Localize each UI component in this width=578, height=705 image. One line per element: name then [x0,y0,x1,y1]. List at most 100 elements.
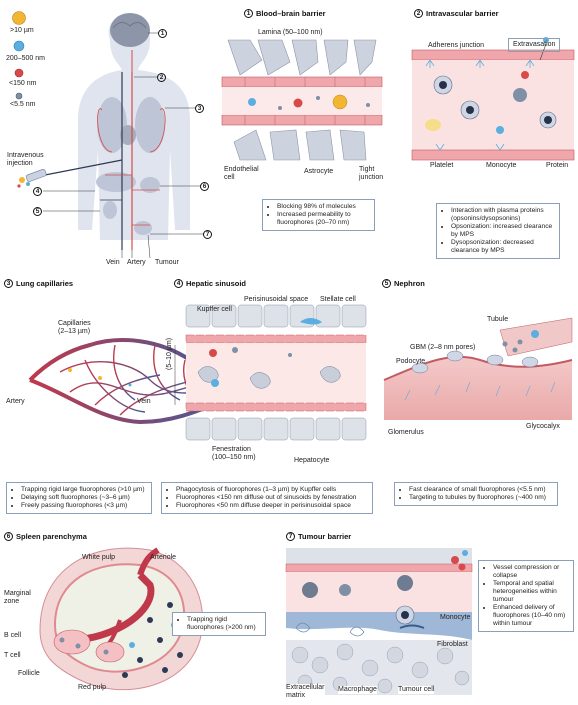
macrophage-label: Macrophage [338,686,377,694]
legend-label-medium: 200–500 nm [6,55,45,62]
intravascular-header: 2 Intravascular barrier [414,9,499,18]
lung-right [135,97,165,153]
tcell-label: T cell [4,652,21,659]
kupffer-label: Kupffer cell [197,306,232,313]
lung-note: Trapping rigid large fluorophores (>10 µ… [21,486,146,494]
bbb-astrocyte-label: Astrocyte [304,168,334,175]
bbb-number: 1 [244,9,253,18]
hepatic-note: Fluorophores <150 nm diffuse out of sinu… [176,494,367,502]
spleen-illustration [39,547,204,691]
liver [96,172,136,192]
bbb-note: Increased permeability to fluorophores (… [277,211,369,227]
tumour-cell-label: Tumour cell [398,686,435,694]
glomerulus-label: Glomerulus [388,429,424,436]
spleen-organ [140,177,160,193]
legend-label-small: <150 nm [9,80,37,87]
tubule-label: Tubule [487,316,509,323]
glycocalyx-label: Glycocalyx [526,423,560,430]
hepatic-note: Fluorophores <50 nm diffuse deeper in pe… [176,502,367,510]
bbb-title: Blood–brain barrier [256,9,326,18]
platelet-label: Platelet [430,162,454,169]
marker-3: 3 [195,104,204,113]
hepatic-sinusoid-illustration [174,304,367,441]
marker-1: 1 [158,29,167,38]
legend-label-large: >10 µm [10,27,34,34]
intravascular-note: Dysopsonization: decreased clearance by … [451,239,554,255]
hepatic-notes: Phagocytosis of fluorophores (1–3 µm) by… [161,482,373,514]
sinusoid-size-label: (5–10 µm) [166,337,173,370]
podocyte-label: Podocyte [396,358,426,365]
lung-left [97,97,127,153]
adherens-label: Adherens junction [428,42,485,49]
lung-note: Freely passing fluorophores (<3 µm) [21,502,146,510]
nephron-illustration [383,317,573,420]
red-pulp-label: Red pulp [78,684,107,691]
tumour-monocyte-label: Monocyte [440,614,471,621]
tumour-title: Tumour barrier [298,532,352,541]
arteriole-label: Arteriole [150,554,177,561]
human-body-illustration [17,13,203,259]
artery-label: Artery [127,259,146,266]
tumour-illustration [285,548,473,695]
bbb-illustration [221,39,383,161]
marginal-zone-label: Marginal zone [4,590,31,605]
tumour-label: Tumour [155,259,179,266]
hepatic-header: 4 Hepatic sinusoid [174,279,246,288]
bbb-tight-junction-label: Tight junction [359,166,384,181]
intravascular-note: Opsonization: increased clearance by MPS [451,223,554,239]
spleen-number: 6 [4,532,13,541]
tumour-note: Temporal and spatial heterogeneities wit… [493,580,568,604]
nephron-header: 5 Nephron [382,279,425,288]
marker-7: 7 [203,230,212,239]
hepatic-title: Hepatic sinusoid [186,279,247,288]
brain [110,13,150,47]
tumour-note: Enhanced delivery of fluorophores (10–40… [493,604,568,628]
spleen-notes: Trapping rigid fluorophores (>200 nm) [172,612,266,636]
fibroblast-label: Fibroblast [437,641,468,648]
intravascular-note: Interaction with plasma proteins (opsoni… [451,207,554,223]
lung-header: 3 Lung capillaries [4,279,73,288]
tumour-header: 7 Tumour barrier [286,532,351,541]
monocyte-label: Monocyte [486,162,517,169]
bcell-label: B cell [4,632,22,639]
marker-4: 4 [33,187,42,196]
spleen-note: Trapping rigid fluorophores (>200 nm) [187,616,260,632]
bbb-note: Blocking 98% of molecules [277,203,369,211]
lung-note: Delaying soft fluorophores (~3–6 µm) [21,494,146,502]
intravascular-notes: Interaction with plasma proteins (opsoni… [436,203,560,259]
lung-title: Lung capillaries [16,279,74,288]
intravascular-illustration [411,37,575,161]
protein-label: Protein [546,162,569,169]
nephron-notes: Fast clearance of small fluorophores (<5… [394,482,558,506]
lung-notes: Trapping rigid large fluorophores (>10 µ… [6,482,152,514]
tumour-organ [134,221,152,235]
lung-artery-label: Artery [6,398,25,405]
bbb-endothelial-label: Endothelial cell [224,166,259,181]
tumour-notes: Vessel compression or collapse Temporal … [478,560,574,632]
perisinusoidal-label: Perisinusoidal space [244,296,309,303]
follicle-label: Follicle [18,670,40,677]
bbb-lamina-label: Lamina (50–100 nm) [258,29,323,36]
tumour-number: 7 [286,532,295,541]
marker-2: 2 [157,73,166,82]
tumour-note: Vessel compression or collapse [493,564,568,580]
stellate-label: Stellate cell [320,296,356,303]
lung-number: 3 [4,279,13,288]
nephron-title: Nephron [394,279,425,288]
bbb-header: 1 Blood–brain barrier [244,9,326,18]
lung-vein-label: Vein [137,398,151,405]
nephron-note: Targeting to tubules by fluorophores (~4… [409,494,552,502]
nephron-number: 5 [382,279,391,288]
hepatic-note: Phagocytosis of fluorophores (1–3 µm) by… [176,486,367,494]
marker-5: 5 [33,207,42,216]
spleen-title: Spleen parenchyma [16,532,87,541]
marker-6: 6 [200,182,209,191]
intravascular-title: Intravascular barrier [426,9,499,18]
iv-injection-label: Intravenous injection [7,152,44,167]
extravasation-label: Extravasation [508,38,561,52]
ecm-label: Extracellular matrix [286,684,325,700]
vein-label: Vein [106,259,120,266]
hepatic-number: 4 [174,279,183,288]
fenestration-label: Fenestration (100–150 nm) [212,446,256,461]
